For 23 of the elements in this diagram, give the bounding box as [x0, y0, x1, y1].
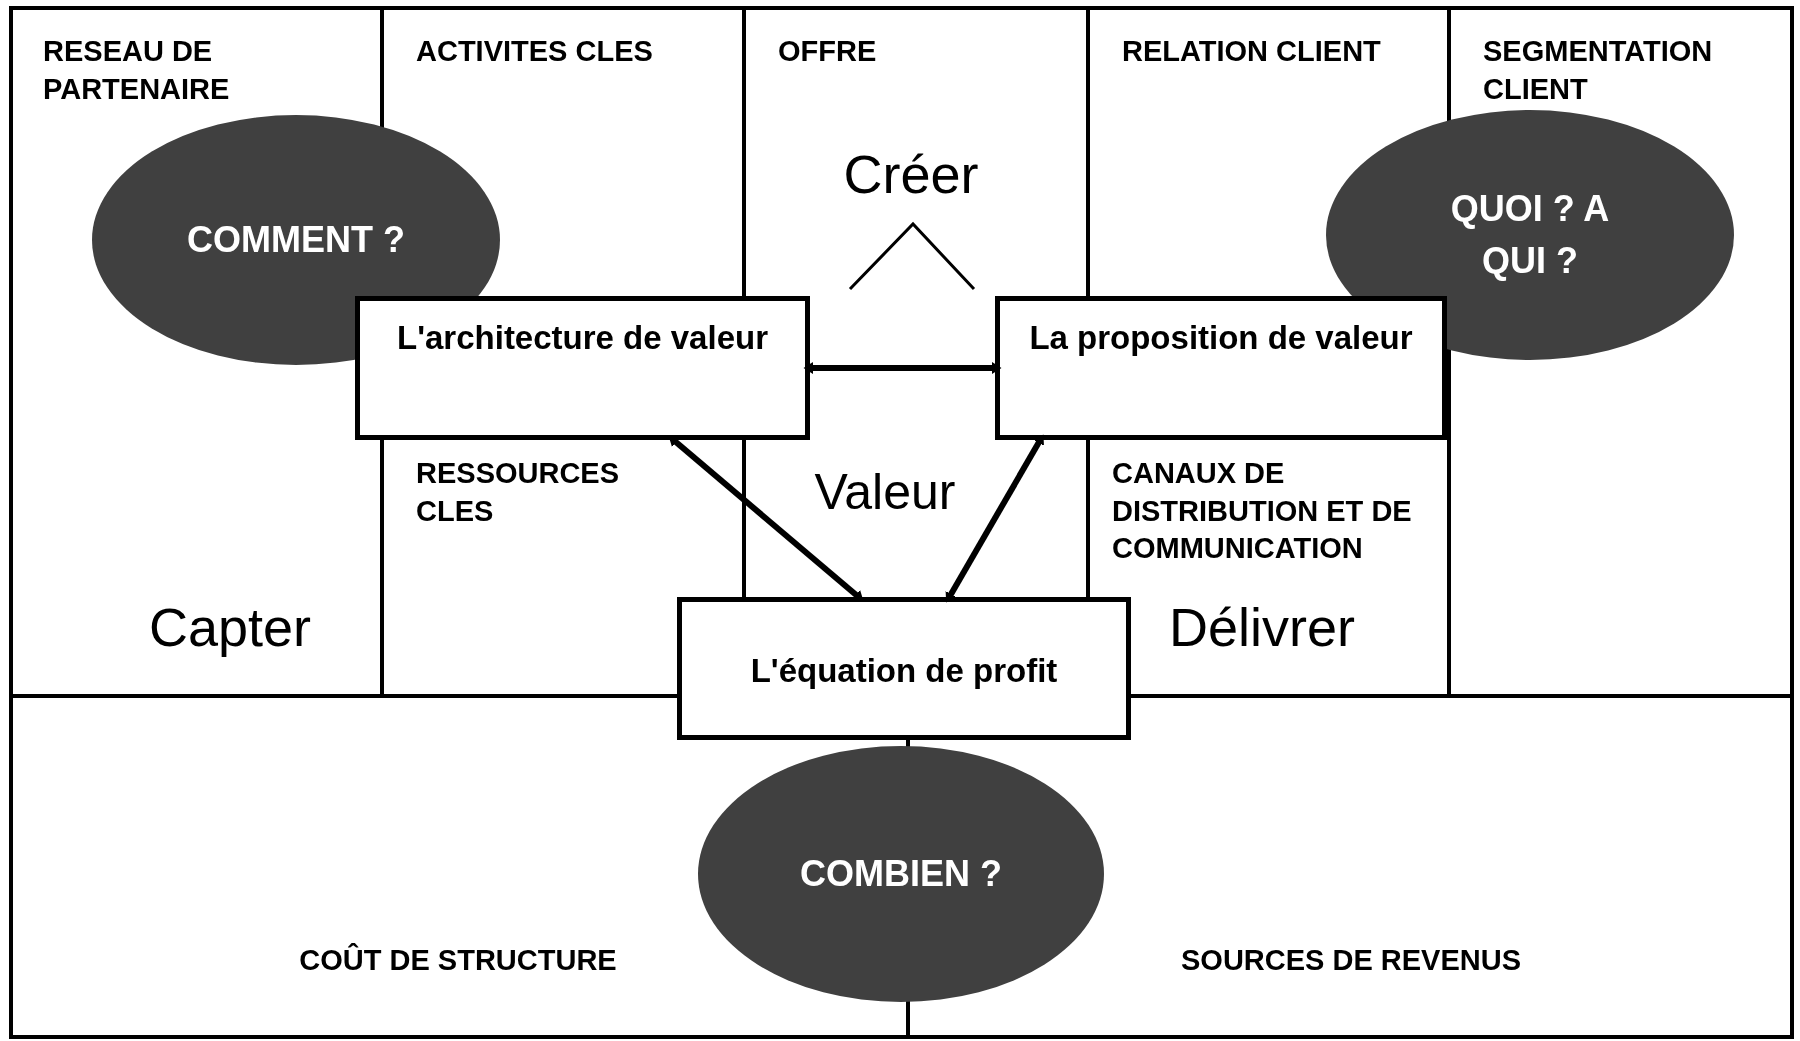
stage-label: Délivrer	[1169, 598, 1355, 658]
stage-label: Capter	[148, 598, 312, 658]
stage-label: Créer	[843, 145, 979, 205]
double-arrow	[944, 436, 1046, 601]
value-box	[677, 597, 1131, 740]
cell-title: RESSOURCES CLES	[416, 455, 656, 531]
cell-title: SEGMENTATION CLIENT	[1483, 33, 1763, 109]
value-box	[995, 296, 1447, 440]
cell-title: SOURCES DE REVENUS	[1181, 942, 1521, 980]
cell-title: COÛT DE STRUCTURE	[299, 942, 617, 980]
ellipse-label: COMBIEN ?	[800, 851, 1002, 896]
box-label: L'architecture de valeur	[397, 319, 768, 357]
ellipse-label: COMMENT ?	[187, 217, 405, 262]
cell-title: CANAUX DE DISTRIBUTION ET DE COMMUNICATION	[1112, 455, 1442, 569]
cell-title: ACTIVITES CLES	[416, 33, 653, 71]
cell-title: RELATION CLIENT	[1122, 33, 1381, 71]
cell-title: OFFRE	[778, 33, 877, 71]
ellipse-label: QUOI ? A QUI ?	[1449, 186, 1611, 283]
box-label: La proposition de valeur	[1029, 319, 1413, 357]
stage-label: Valeur	[814, 464, 956, 520]
box-label: L'équation de profit	[750, 652, 1058, 690]
cell-title: RESEAU DE PARTENAIRE	[43, 33, 303, 109]
value-box	[355, 296, 810, 440]
